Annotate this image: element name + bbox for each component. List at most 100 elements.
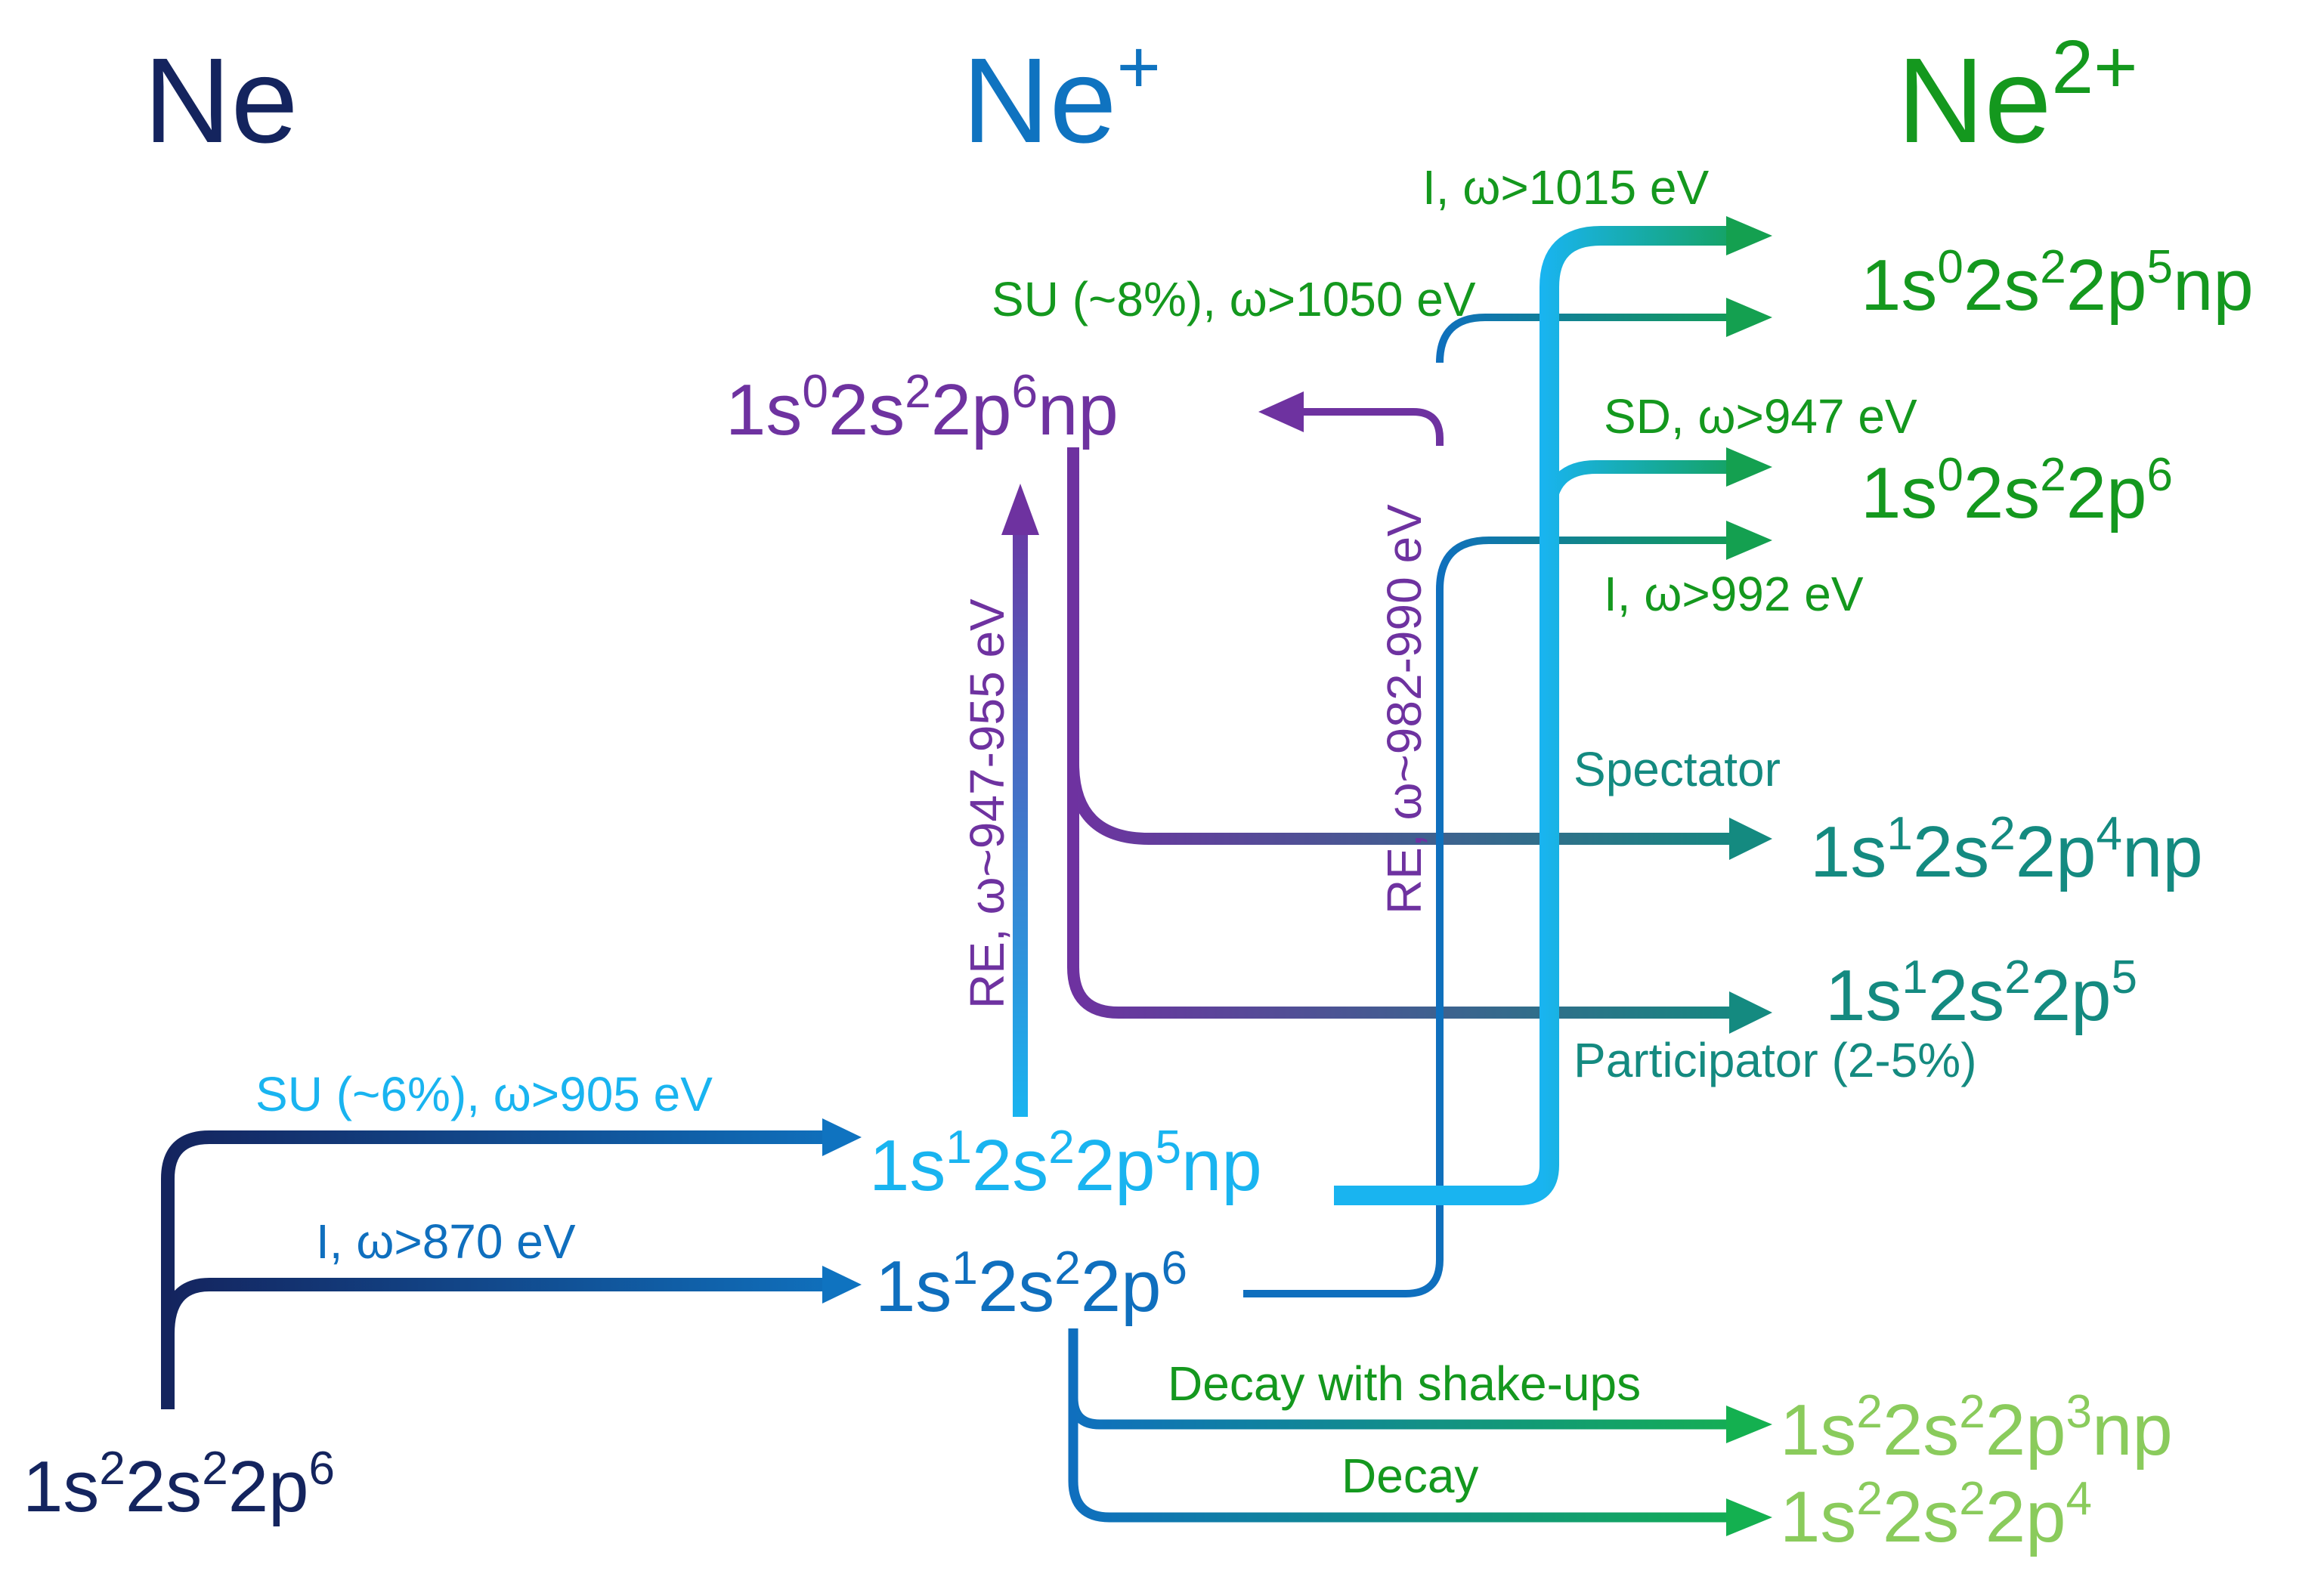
config-orbital: 1s [23,1446,99,1527]
state-decay: 1s22s22p4 [1780,1473,2092,1557]
config-superscript: 5 [2147,241,2173,293]
config-superscript: 2 [99,1443,125,1495]
re-947-arrowhead [1001,484,1039,535]
config-superscript: 2 [1856,1386,1882,1438]
config-orbital: 2p [931,370,1012,450]
neplus-to-ne2plus-arrows [1243,216,1772,1297]
config-orbital: 1s [875,1246,952,1327]
config-orbital: np [2092,1390,2173,1470]
config-orbital: 2s [125,1446,202,1527]
heading-ne: Ne [144,32,299,168]
state-shake-up-ne-plus: 1s12s22p5np [869,1121,1262,1206]
state-spectator: 1s12s22p4np [1810,808,2203,892]
config-orbital: 1s [726,370,802,450]
state-participator: 1s12s22p5 [1825,951,2137,1036]
config-superscript: 5 [1156,1121,1181,1174]
config-orbital: 1s [1825,955,1902,1036]
su-1050-arrowhead [1726,298,1772,337]
ion-state-stem-line [1243,537,1731,1297]
config-orbital: np [1038,370,1119,450]
config-orbital: np [2122,812,2203,892]
config-orbital: 2p [2066,245,2147,326]
config-orbital: 2p [228,1446,309,1527]
config-orbital: 2p [1075,1125,1156,1206]
config-superscript: 2 [1989,808,2015,860]
label-re-982: RE, ω~982-990 eV [1377,504,1431,914]
config-orbital: 2s [1883,1390,1959,1470]
state-ground: 1s22s22p6 [23,1443,335,1527]
config-superscript: 2 [1959,1386,1985,1438]
participator-line [1067,763,1731,1019]
config-superscript: 1 [945,1121,971,1174]
decay-shakeups-arrowhead [1726,1406,1772,1443]
config-orbital: 2s [1963,245,2040,326]
config-orbital: 1s [1861,245,1937,326]
config-superscript: 4 [2097,808,2122,860]
config-orbital: 2p [2066,453,2147,533]
config-orbital: 1s [1780,1390,1856,1470]
state-resonant-ne-plus: 1s02s22p6np [726,366,1119,450]
re-982-arrowhead [1258,391,1304,432]
config-orbital: 2s [972,1125,1048,1206]
config-superscript: 2 [1959,1473,1985,1525]
config-superscript: 2 [905,366,930,418]
config-orbital: 2s [828,370,905,450]
config-superscript: 1 [952,1242,977,1294]
normal-decay-arrows [1068,1328,1772,1536]
config-superscript: 6 [309,1443,335,1495]
config-superscript: 5 [2112,951,2137,1004]
config-orbital: 2p [2031,955,2112,1036]
ground-to-neplus-arrows [161,1118,862,1409]
heading-ne-plus: Ne+ [962,25,1161,168]
label-decay: Decay [1341,1449,1478,1503]
label-i-1015: I, ω>1015 eV [1422,160,1709,215]
config-orbital: 1s [869,1125,945,1206]
state-ion-ne-plus: 1s12s22p6 [875,1242,1187,1327]
config-orbital: 2p [2016,812,2097,892]
config-orbital: 2s [978,1246,1054,1327]
su-state-stem-line [1334,226,1731,1205]
config-orbital: 2p [1081,1246,1162,1327]
config-superscript: 0 [1937,241,1963,293]
config-orbital: 2s [1963,453,2040,533]
label-participator: Participator (2-5%) [1574,1033,1977,1087]
config-superscript: 1 [1902,951,1927,1004]
ionization-870-line [161,1278,824,1334]
label-su-905: SU (~6%), ω>905 eV [255,1067,713,1121]
label-su-1050: SU (~8%), ω>1050 eV [992,272,1476,326]
config-superscript: 2 [1856,1473,1882,1525]
label-re-947: RE, ω~947-955 eV [960,598,1014,1009]
sd-947-line [1543,460,1731,515]
su-905-arrowhead [822,1118,862,1156]
shake-up-1050-line [1436,314,1731,363]
config-superscript: 6 [2147,449,2173,501]
config-superscript: 2 [2040,449,2066,501]
config-superscript: 4 [2066,1473,2092,1525]
config-superscript: 3 [2066,1386,2092,1438]
config-superscript: 6 [1012,366,1038,418]
config-orbital: np [1181,1125,1262,1206]
ground-stem-line [161,1130,824,1409]
config-orbital: 1s [1780,1477,1856,1557]
config-orbital: np [2173,245,2254,326]
config-superscript: 2 [2004,951,2030,1004]
state-ne2-shake-up: 1s02s22p5np [1861,241,2254,326]
config-superscript: 1 [1886,808,1912,860]
label-i-992: I, ω>992 eV [1604,567,1864,621]
label-decay-shakeups: Decay with shake-ups [1168,1356,1641,1411]
config-superscript: 0 [1937,449,1963,501]
config-orbital: 2p [1985,1390,2066,1470]
decay-line [1068,1398,1731,1523]
state-ne2-double-core: 1s02s22p6 [1861,449,2173,533]
config-orbital: 1s [1810,812,1886,892]
sd-947-arrowhead [1726,447,1772,487]
i-870-arrowhead [822,1266,862,1303]
auger-decay-arrows [1067,447,1772,1034]
config-superscript: 2 [1054,1242,1080,1294]
i-1015-arrowhead [1726,216,1772,255]
config-superscript: 2 [1048,1121,1074,1174]
heading-ne-2plus: Ne2+ [1897,25,2138,168]
config-superscript: 2 [202,1443,227,1495]
config-superscript: 0 [802,366,828,418]
